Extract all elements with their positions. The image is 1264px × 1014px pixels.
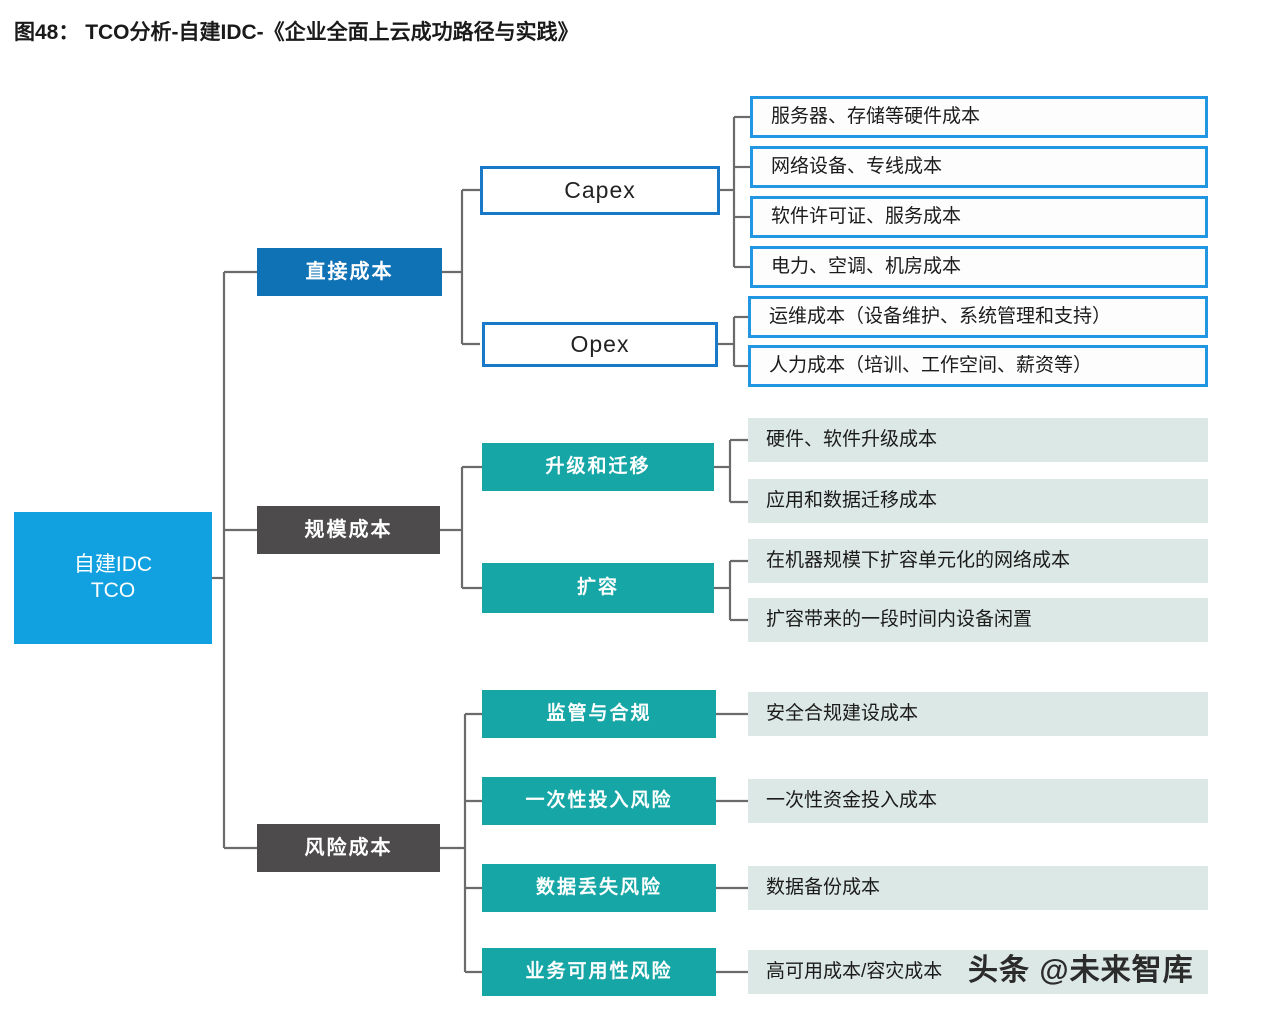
root-label-line1: 自建IDC [73, 552, 153, 576]
leaf-node[interactable]: 一次性资金投入成本 [748, 779, 1208, 823]
leaf-node[interactable]: 硬件、软件升级成本 [748, 418, 1208, 462]
leaf-node[interactable]: 数据备份成本 [748, 866, 1208, 910]
group-node-data-loss-risk[interactable]: 数据丢失风险 [482, 864, 716, 912]
leaf-node[interactable]: 运维成本（设备维护、系统管理和支持） [748, 296, 1208, 338]
branch-node-direct-cost[interactable]: 直接成本 [257, 248, 442, 296]
leaf-node[interactable]: 人力成本（培训、工作空间、薪资等） [748, 345, 1208, 387]
group-node-capex[interactable]: Capex [480, 166, 720, 215]
leaf-node[interactable]: 软件许可证、服务成本 [750, 196, 1208, 238]
watermark-text: 头条 @未来智库 [968, 954, 1194, 987]
root-label-line2: TCO [90, 579, 136, 602]
figure-title: 图48： TCO分析-自建IDC-《企业全面上云成功路径与实践》 [14, 21, 579, 44]
group-node-availability-risk[interactable]: 业务可用性风险 [482, 948, 716, 996]
root-node-idc-tco[interactable]: 自建IDC TCO [14, 512, 212, 644]
group-node-expansion[interactable]: 扩容 [482, 563, 714, 613]
leaf-node[interactable]: 扩容带来的一段时间内设备闲置 [748, 598, 1208, 642]
leaf-node[interactable]: 安全合规建设成本 [748, 692, 1208, 736]
leaf-node[interactable]: 服务器、存储等硬件成本 [750, 96, 1208, 138]
leaf-node[interactable]: 应用和数据迁移成本 [748, 479, 1208, 523]
group-node-one-time-investment-risk[interactable]: 一次性投入风险 [482, 777, 716, 825]
branch-node-risk-cost[interactable]: 风险成本 [257, 824, 440, 872]
branch-node-scale-cost[interactable]: 规模成本 [257, 506, 440, 554]
group-node-regulation-compliance[interactable]: 监管与合规 [482, 690, 716, 738]
leaf-node[interactable]: 高可用成本/容灾成本 [748, 950, 1208, 994]
leaf-node[interactable]: 电力、空调、机房成本 [750, 246, 1208, 288]
leaf-node[interactable]: 在机器规模下扩容单元化的网络成本 [748, 539, 1208, 583]
group-node-upgrade-migration[interactable]: 升级和迁移 [482, 443, 714, 491]
group-node-opex[interactable]: Opex [482, 322, 718, 367]
leaf-node[interactable]: 网络设备、专线成本 [750, 146, 1208, 188]
